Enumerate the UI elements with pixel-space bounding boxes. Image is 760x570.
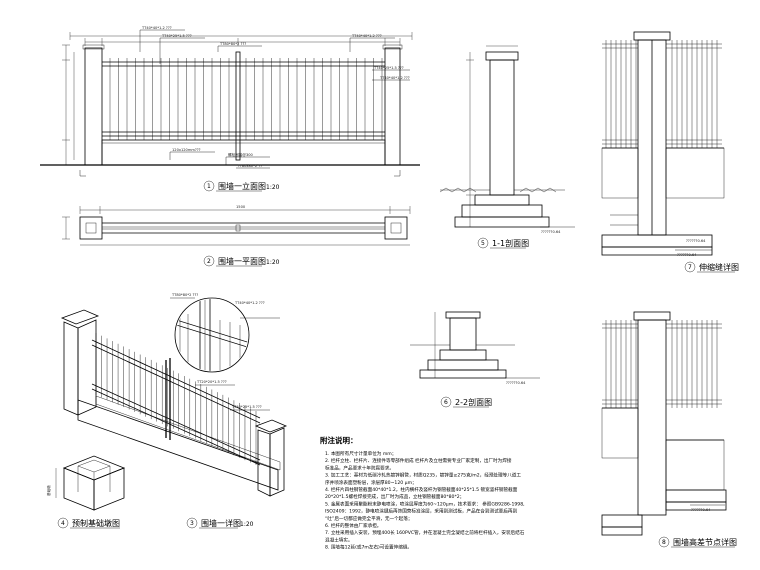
svg-text:2: 2 bbox=[207, 258, 211, 265]
note-line: 3. 加工工艺：基材为低碳冷轧热镀锌钢管，材质Q235，镀锌量≥275克/m2，… bbox=[325, 472, 521, 479]
section-2-2: ??????0.64 bbox=[410, 311, 540, 385]
figure-caption-3: 3 围墙一详图 1:20 bbox=[186, 517, 254, 529]
tag-text: TT20*20*1.5 ??? bbox=[196, 380, 227, 384]
figure-caption-6: 6 2-2剖面图 bbox=[440, 396, 492, 408]
tag-text: TT80*80*2 ??? bbox=[219, 42, 246, 46]
expansion-joint-detail: ??????0.64 ??????0.64 bbox=[601, 31, 725, 257]
svg-text:1: 1 bbox=[207, 183, 211, 190]
svg-text:围墙一详图: 围墙一详图 bbox=[201, 518, 241, 528]
note-line: 标准品，产品要求十年防腐要求。 bbox=[325, 464, 394, 471]
precast-pier-view: 基础墩 bbox=[46, 455, 126, 511]
tag-text: 120x120mm??? bbox=[172, 148, 201, 152]
note-line: 混凝土填实。 bbox=[325, 536, 353, 543]
fence-background-8 bbox=[602, 320, 722, 408]
svg-text:1500: 1500 bbox=[236, 205, 246, 209]
tag-text: TT40*25*1.5 ??? bbox=[161, 34, 192, 38]
svg-text:1:20: 1:20 bbox=[266, 259, 280, 266]
svg-text:??????0.64: ??????0.64 bbox=[691, 508, 711, 512]
svg-text:1:20: 1:20 bbox=[240, 521, 254, 528]
figure-caption-1: 1 围墙一立面图 1:20 bbox=[203, 180, 280, 192]
figure-caption-8: 8 围墙高差节点详图 bbox=[658, 536, 737, 548]
notes-title: 附注说明： bbox=[320, 435, 358, 445]
figure-caption-2: 2 围墙一平面图 1:20 bbox=[203, 255, 280, 267]
svg-text:3: 3 bbox=[190, 520, 194, 527]
iso-pickets bbox=[95, 333, 257, 465]
svg-text:基础墩: 基础墩 bbox=[46, 485, 51, 496]
tag-text: TT40*25*1.5 ??? bbox=[231, 405, 262, 409]
svg-text:围墙一立面图: 围墙一立面图 bbox=[218, 181, 266, 191]
tag-text: TT40*25*1.5 ??? bbox=[373, 66, 404, 70]
figure-caption-4: 4 预制基础墩图 bbox=[57, 517, 120, 529]
note-line: “吐”后一切都应做完全平滑，无一个起落； bbox=[325, 515, 412, 522]
tag-text: TT40*40*1.2 ??? bbox=[141, 26, 172, 30]
note-line: 4. 栏杆片四柱钢管截面40*40*1.2，柱内横杆及竖杆为钢管截面40*25*… bbox=[325, 486, 518, 493]
isometric-detail: TT80*80*2 ??? TT40*40*1.2 ??? TT20*20*1.… bbox=[60, 293, 288, 497]
svg-text:??????0.64: ??????0.64 bbox=[506, 381, 526, 385]
svg-text:8: 8 bbox=[662, 539, 666, 546]
svg-text:2-2剖面图: 2-2剖面图 bbox=[455, 397, 492, 407]
svg-text:围墙一平面图: 围墙一平面图 bbox=[218, 256, 266, 266]
notes-block: 附注说明： 1. 本图所有尺寸计量单位为 mm；2. 栏杆立柱、栏杆片、连接件等… bbox=[320, 435, 525, 551]
figure-caption-7: 7 伸缩缝详图 bbox=[684, 261, 739, 273]
note-line: 序并喷涂表面塑粉层，涂层厚80~120 μm； bbox=[325, 479, 417, 486]
svg-text:6: 6 bbox=[444, 399, 448, 406]
tag-text: TT40*40*1.2 ??? bbox=[234, 301, 265, 305]
note-line: 2. 栏杆立柱、栏杆片、连接件等零部件组成 栏杆片及立柱需要专业厂家定制，出厂时… bbox=[325, 457, 512, 464]
svg-text:1:20: 1:20 bbox=[266, 184, 280, 191]
elevation-view: TT40*40*1.2 ??? TT40*25*1.5 ??? TT80*80*… bbox=[40, 26, 420, 177]
svg-text:4: 4 bbox=[61, 520, 65, 527]
svg-text:??????0.64: ??????0.64 bbox=[541, 230, 561, 234]
svg-text:伸缩缝详图: 伸缩缝详图 bbox=[699, 262, 739, 272]
tag-text: TT40*40*1.2 ??? bbox=[351, 34, 382, 38]
svg-text:??????0.64: ??????0.64 bbox=[677, 253, 697, 257]
note-line: 7. 立柱采用插入安装，预埋400长 160PVC管，并在混凝土完全凝结之前将栏… bbox=[325, 529, 525, 536]
svg-text:7: 7 bbox=[688, 264, 692, 271]
elevation-tags: TT40*40*1.2 ??? TT40*25*1.5 ??? TT80*80*… bbox=[139, 26, 410, 169]
figure-caption-5: 5 1-1剖面图 bbox=[477, 237, 529, 249]
tag-text: TT40*40*1.2 ??? bbox=[379, 76, 410, 80]
note-line: ISO2409：1992，静电喷涂键后再饰国营标准涂层，采用到测试板，产品在合到… bbox=[325, 508, 517, 515]
note-line: 1. 本图所有尺寸计量单位为 mm； bbox=[325, 450, 396, 457]
section-1-1: ??????0.64 bbox=[439, 45, 575, 234]
plan-view: 1500 bbox=[62, 205, 411, 246]
notes-list: 1. 本图所有尺寸计量单位为 mm；2. 栏杆立柱、栏杆片、连接件等零部件组成 … bbox=[325, 450, 525, 551]
tag-text: ??80x80*2 ?? bbox=[238, 164, 262, 168]
svg-text:预制基础墩图: 预制基础墩图 bbox=[72, 518, 120, 528]
note-line: 5. 金属表面采用聚酯粉末静电喷涂，喷涂层厚度为60~120μm，技术要求： 参… bbox=[325, 500, 525, 507]
svg-text:??????0.64: ??????0.64 bbox=[686, 239, 706, 243]
svg-text:1-1剖面图: 1-1剖面图 bbox=[492, 238, 529, 248]
svg-text:5: 5 bbox=[481, 240, 485, 247]
fence-background-7 bbox=[602, 40, 722, 148]
svg-text:围墙高差节点详图: 围墙高差节点详图 bbox=[673, 537, 737, 547]
note-line: 6. 栏杆的整体由厂家承担。 bbox=[325, 522, 381, 529]
tag-text: 螺栓固接@300 bbox=[228, 152, 254, 157]
height-difference-detail: ??????0.64 bbox=[601, 311, 727, 536]
fence-pickets bbox=[109, 58, 383, 140]
tag-text: TT80*80*2 ??? bbox=[171, 293, 198, 297]
note-line: 8. 围墙每12延(或7m左右)可设置伸缩缝。 bbox=[325, 544, 412, 551]
note-line: 20*20*1.5螺栓焊接完成，出厂时为成品，立柱钢管截面80*80*2； bbox=[325, 493, 464, 500]
